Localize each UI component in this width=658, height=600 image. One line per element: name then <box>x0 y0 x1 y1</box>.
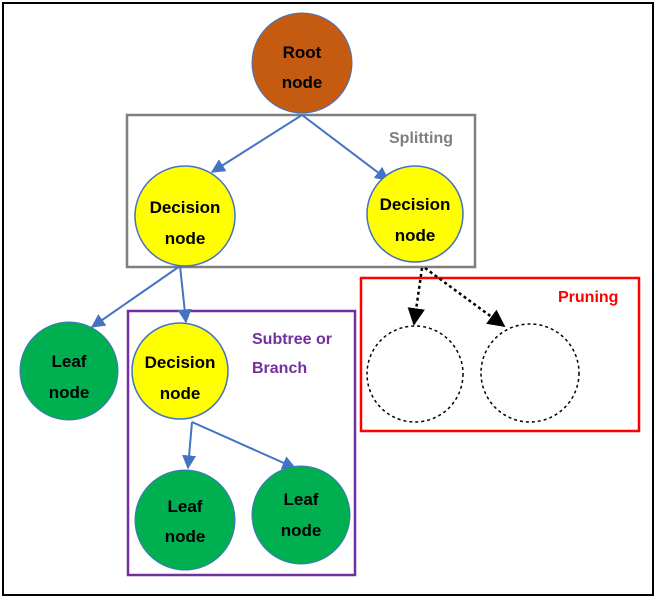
edge-pruned-right <box>424 266 506 328</box>
edge-pruned-left <box>407 267 425 326</box>
subtree-label-line2: Branch <box>252 360 307 377</box>
leaf-node-subtree-right: Leaf node <box>251 465 351 565</box>
pruning-box <box>359 276 641 433</box>
pruned-node-left <box>366 325 464 423</box>
decision-node-subtree: Decision node <box>131 322 229 420</box>
leaf-node-subtree-left-label-line2: node <box>165 527 206 546</box>
edge-decision-sub-to-leaf-left <box>182 421 197 470</box>
root-node: Root node <box>251 12 353 114</box>
decision-node-right-label-line2: node <box>395 226 436 245</box>
edge-decision-left-to-leaf <box>90 265 181 328</box>
leaf-node-subtree-left: Leaf node <box>134 469 236 571</box>
decision-node-left-label-line1: Decision <box>150 198 221 217</box>
edge-root-to-decision-right <box>301 114 390 181</box>
root-node-label-line1: Root <box>283 43 322 62</box>
subtree-box <box>126 309 357 577</box>
decision-node-left: Decision node <box>134 165 236 267</box>
subtree-label-line1: Subtree or <box>252 331 332 348</box>
edge-decision-left-to-decision-sub <box>177 265 192 324</box>
pruned-node-right <box>480 323 580 423</box>
root-node-label-line2: node <box>282 73 323 92</box>
leaf-node-subtree-left-label-line1: Leaf <box>168 497 203 516</box>
pruning-label: Pruning <box>558 289 618 306</box>
decision-node-right-label-line1: Decision <box>380 195 451 214</box>
decision-node-subtree-label-line2: node <box>160 384 201 403</box>
decision-node-left-label-line2: node <box>165 229 206 248</box>
leaf-node-left: Leaf node <box>19 321 119 421</box>
edge-root-to-decision-left <box>210 114 303 173</box>
decision-node-right: Decision node <box>366 165 464 263</box>
leaf-node-subtree-right-label-line2: node <box>281 521 322 540</box>
leaf-node-subtree-right-label-line1: Leaf <box>284 490 319 509</box>
leaf-node-left-label-line1: Leaf <box>52 352 87 371</box>
splitting-label: Splitting <box>389 130 453 147</box>
decision-node-subtree-label-line1: Decision <box>145 353 216 372</box>
leaf-node-left-label-line2: node <box>49 383 90 402</box>
edge-decision-sub-to-leaf-right <box>191 421 297 470</box>
